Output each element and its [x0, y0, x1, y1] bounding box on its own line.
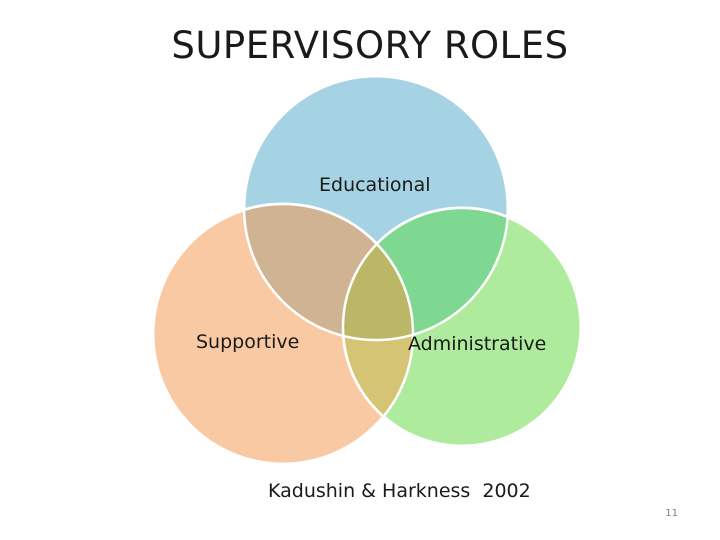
page-number: 11 — [665, 508, 678, 519]
supportive-label: Supportive — [196, 331, 300, 353]
slide-title: SUPERVISORY ROLES — [171, 24, 569, 67]
administrative-label: Administrative — [408, 333, 547, 355]
citation: Kadushin & Harkness 2002 — [268, 480, 531, 502]
educational-label: Educational — [319, 174, 431, 196]
